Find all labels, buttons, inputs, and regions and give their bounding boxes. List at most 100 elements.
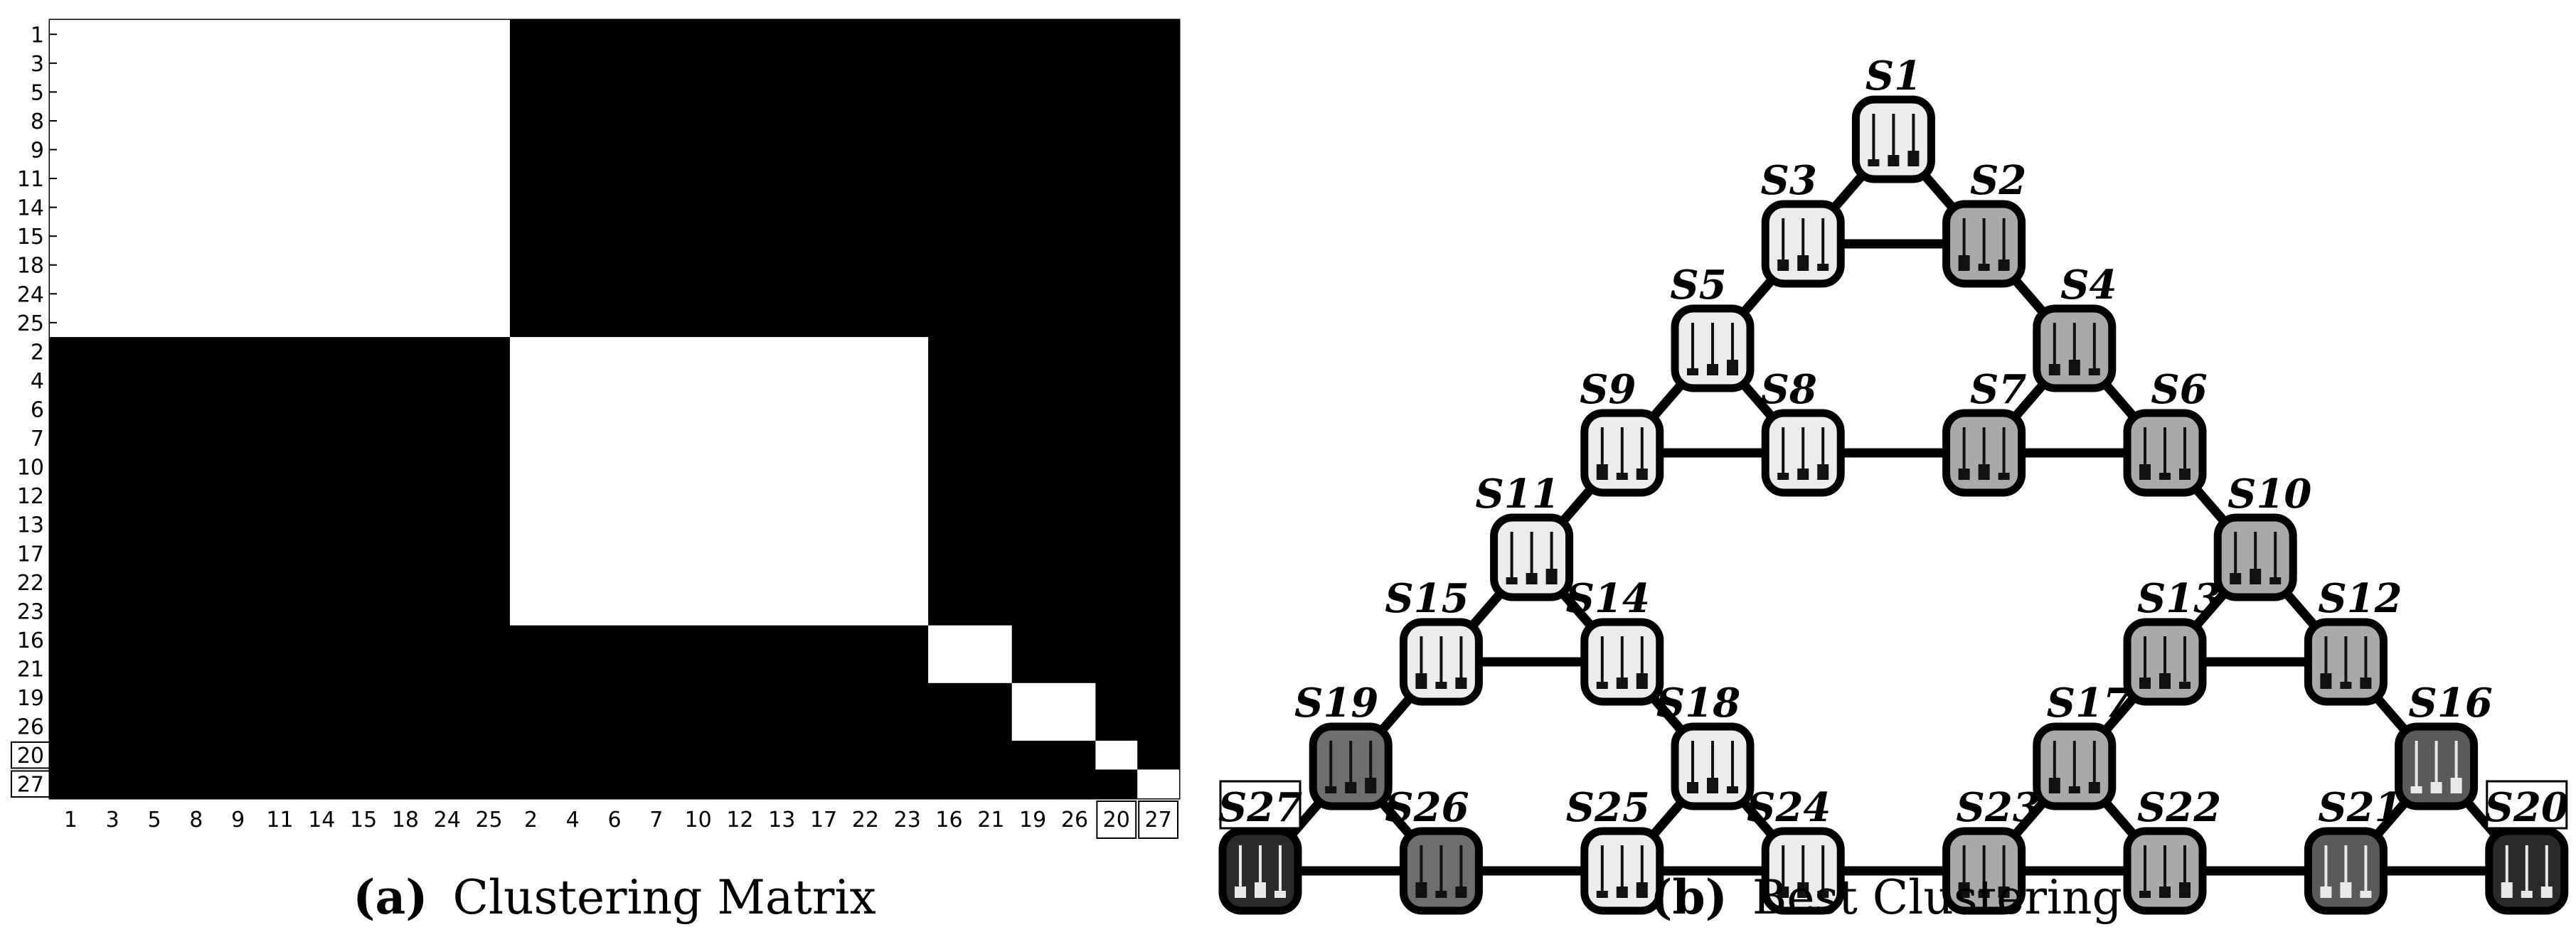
state-node-s23: S23 <box>1942 784 2040 915</box>
row-tick-label: 15 <box>17 225 44 250</box>
disk-stack <box>1415 673 1427 689</box>
disk-stack <box>1978 891 1990 898</box>
state-node-s25: S25 <box>1566 784 1664 915</box>
state-node-s24: S24 <box>1747 784 1845 915</box>
disk-stack <box>1526 573 1538 584</box>
state-node-s10: S10 <box>2213 471 2311 601</box>
state-label-s26: S26 <box>1385 784 1469 831</box>
hanoi-pegs-icon <box>2048 741 2100 793</box>
disk-stack <box>1616 678 1628 689</box>
state-label-text: S10 <box>2228 471 2311 518</box>
disk-stack <box>2521 891 2533 898</box>
disk-stack <box>1596 891 1608 898</box>
disk-stack <box>1636 468 1648 480</box>
row-tick-label: 7 <box>31 427 44 451</box>
hanoi-pegs-icon <box>1415 845 1467 898</box>
caption-b-tag: (b) <box>1650 869 1728 925</box>
state-label-text: S2 <box>1970 157 2026 204</box>
state-label-s27: S27 <box>1218 780 1302 831</box>
disk-stack <box>2139 891 2151 898</box>
disk-stack <box>2179 468 2191 480</box>
state-label-s7: S7 <box>1970 366 2026 413</box>
hanoi-pegs-icon <box>2410 741 2462 793</box>
column-tick-label: 11 <box>266 808 293 832</box>
state-label-s23: S23 <box>1956 784 2040 831</box>
column-tick-label: 18 <box>392 808 419 832</box>
hanoi-pegs-icon <box>1958 218 2010 271</box>
cluster-block <box>1011 682 1096 741</box>
column-tick-label: 8 <box>189 808 203 832</box>
disk-stack <box>1707 778 1718 793</box>
column-label-box <box>1138 801 1178 839</box>
disk-stack <box>2179 882 2191 898</box>
disk-stack <box>1958 468 1970 480</box>
disk-stack <box>2360 678 2372 689</box>
row-tick-label: 22 <box>17 571 44 596</box>
disk-stack <box>1274 891 1286 898</box>
column-tick-label: 25 <box>475 808 502 832</box>
hanoi-pegs-icon <box>1958 427 2010 480</box>
hanoi-pegs-icon <box>1596 427 1648 480</box>
state-label-box <box>1219 780 1302 830</box>
disk-stack <box>1978 264 1990 271</box>
disk-stack <box>1777 473 1789 480</box>
disk-stack <box>2139 678 2151 689</box>
row-tick-label: 27 <box>17 773 44 798</box>
hanoi-pegs-icon <box>1506 532 1558 584</box>
disk-stack <box>2159 887 2171 898</box>
row-tick-label: 16 <box>17 628 44 653</box>
disk-stack <box>2088 782 2100 793</box>
disk-stack <box>2320 887 2332 898</box>
disk-stack <box>1435 682 1447 689</box>
disk-stack <box>1907 151 1920 166</box>
cluster-block <box>509 337 929 626</box>
disk-stack <box>1727 786 1738 793</box>
disk-stack <box>2088 368 2100 375</box>
column-tick-label: 13 <box>768 808 795 832</box>
state-label-box <box>2486 780 2568 830</box>
row-tick-label: 2 <box>31 340 44 365</box>
hanoi-pegs-icon <box>1687 741 1738 793</box>
disk-stack <box>2139 464 2151 480</box>
state-label-text: S3 <box>1760 157 1816 204</box>
disk-stack <box>2250 569 2262 584</box>
row-tick-label: 17 <box>17 542 44 567</box>
state-label-text: S26 <box>1385 784 1469 831</box>
row-tick-label: 23 <box>17 599 44 624</box>
hanoi-pegs-icon <box>2320 845 2372 898</box>
disk-stack <box>2159 673 2171 689</box>
disk-stack <box>2540 887 2553 898</box>
row-tick-label: 10 <box>17 456 44 481</box>
column-tick-label: 24 <box>434 808 461 832</box>
disk-stack <box>2430 782 2442 793</box>
caption-a-text: Clustering Matrix <box>452 870 875 925</box>
state-label-s22: S22 <box>2137 784 2221 831</box>
state-label-text: S9 <box>1580 366 1636 413</box>
graph-edges <box>1255 134 2532 876</box>
hanoi-pegs-icon <box>1596 845 1648 898</box>
hanoi-pegs-icon <box>1777 845 1829 898</box>
column-tick-label: 14 <box>308 808 335 832</box>
row-tick-label: 18 <box>17 254 44 279</box>
column-tick-label: 2 <box>524 808 538 832</box>
caption-b-text: Best Clustering <box>1752 870 2122 925</box>
hanoi-pegs-icon <box>2139 427 2191 480</box>
state-label-text: S1 <box>1866 53 1922 100</box>
state-label-text: S13 <box>2137 575 2221 622</box>
column-tick-label: 4 <box>566 808 580 832</box>
column-tick-label: 1 <box>64 808 78 832</box>
disk-stack <box>1888 155 1900 166</box>
state-label-s1: S1 <box>1866 53 1922 100</box>
disk-stack <box>1817 264 1829 271</box>
state-label-s10: S10 <box>2228 471 2311 518</box>
disk-stack <box>1636 673 1648 689</box>
disk-stack <box>2048 364 2060 375</box>
hanoi-pegs-icon <box>2230 532 2282 584</box>
hanoi-pegs-icon <box>2139 845 2191 898</box>
state-label-s19: S19 <box>1294 680 1378 727</box>
state-node-s14: S14 <box>1566 575 1664 706</box>
disk-stack <box>1797 882 1809 898</box>
disk-stack <box>1797 468 1809 480</box>
